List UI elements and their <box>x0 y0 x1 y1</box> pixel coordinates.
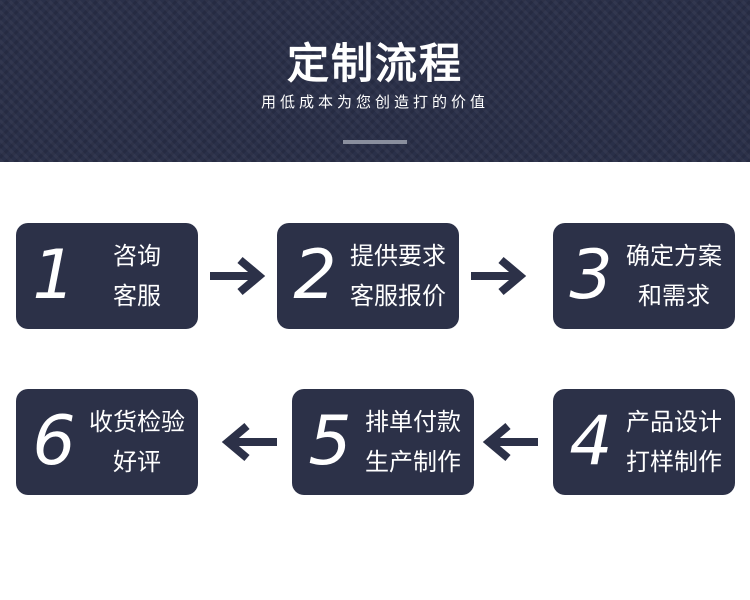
step-5-line1: 排单付款 <box>365 408 461 436</box>
step-2-card: 2 提供要求 客服报价 <box>277 223 459 329</box>
header-banner: 定制流程 用低成本为您创造打的价值 <box>0 0 750 162</box>
step-6-card: 6 收货检验 好评 <box>16 389 198 495</box>
step-1-line2: 客服 <box>113 282 161 310</box>
step-4-number: 4 <box>569 402 613 481</box>
step-1-line1: 咨询 <box>113 242 161 270</box>
page-subtitle: 用低成本为您创造打的价值 <box>260 93 489 111</box>
arrow-left-icon <box>221 420 281 464</box>
step-3-line1: 确定方案 <box>626 242 722 270</box>
title-divider <box>343 140 407 144</box>
step-3-line2: 和需求 <box>638 282 710 310</box>
step-1-card: 1 咨询 客服 <box>16 223 198 329</box>
page-title: 定制流程 <box>286 39 463 88</box>
arrow-right-icon <box>206 254 266 298</box>
step-2-number: 2 <box>293 236 337 315</box>
step-6-number: 6 <box>32 402 76 481</box>
step-5-line2: 生产制作 <box>365 448 461 476</box>
step-5-card: 5 排单付款 生产制作 <box>292 389 474 495</box>
step-3-number: 3 <box>569 236 613 315</box>
arrow-right-icon <box>467 254 527 298</box>
step-6-line1: 收货检验 <box>89 408 185 436</box>
step-4-label: 产品设计 打样制作 <box>617 403 731 481</box>
step-2-line2: 客服报价 <box>350 282 446 310</box>
step-5-label: 排单付款 生产制作 <box>356 403 470 481</box>
arrow-left-icon <box>482 420 542 464</box>
step-4-line2: 打样制作 <box>626 448 722 476</box>
step-1-label: 咨询 客服 <box>80 237 194 315</box>
step-6-line2: 好评 <box>113 448 161 476</box>
step-4-card: 4 产品设计 打样制作 <box>553 389 735 495</box>
step-5-number: 5 <box>308 402 352 481</box>
step-2-line1: 提供要求 <box>350 242 446 270</box>
step-3-card: 3 确定方案 和需求 <box>553 223 735 329</box>
step-1-number: 1 <box>32 236 76 315</box>
step-3-label: 确定方案 和需求 <box>617 237 731 315</box>
step-4-line1: 产品设计 <box>626 408 722 436</box>
step-6-label: 收货检验 好评 <box>80 403 194 481</box>
step-2-label: 提供要求 客服报价 <box>341 237 455 315</box>
